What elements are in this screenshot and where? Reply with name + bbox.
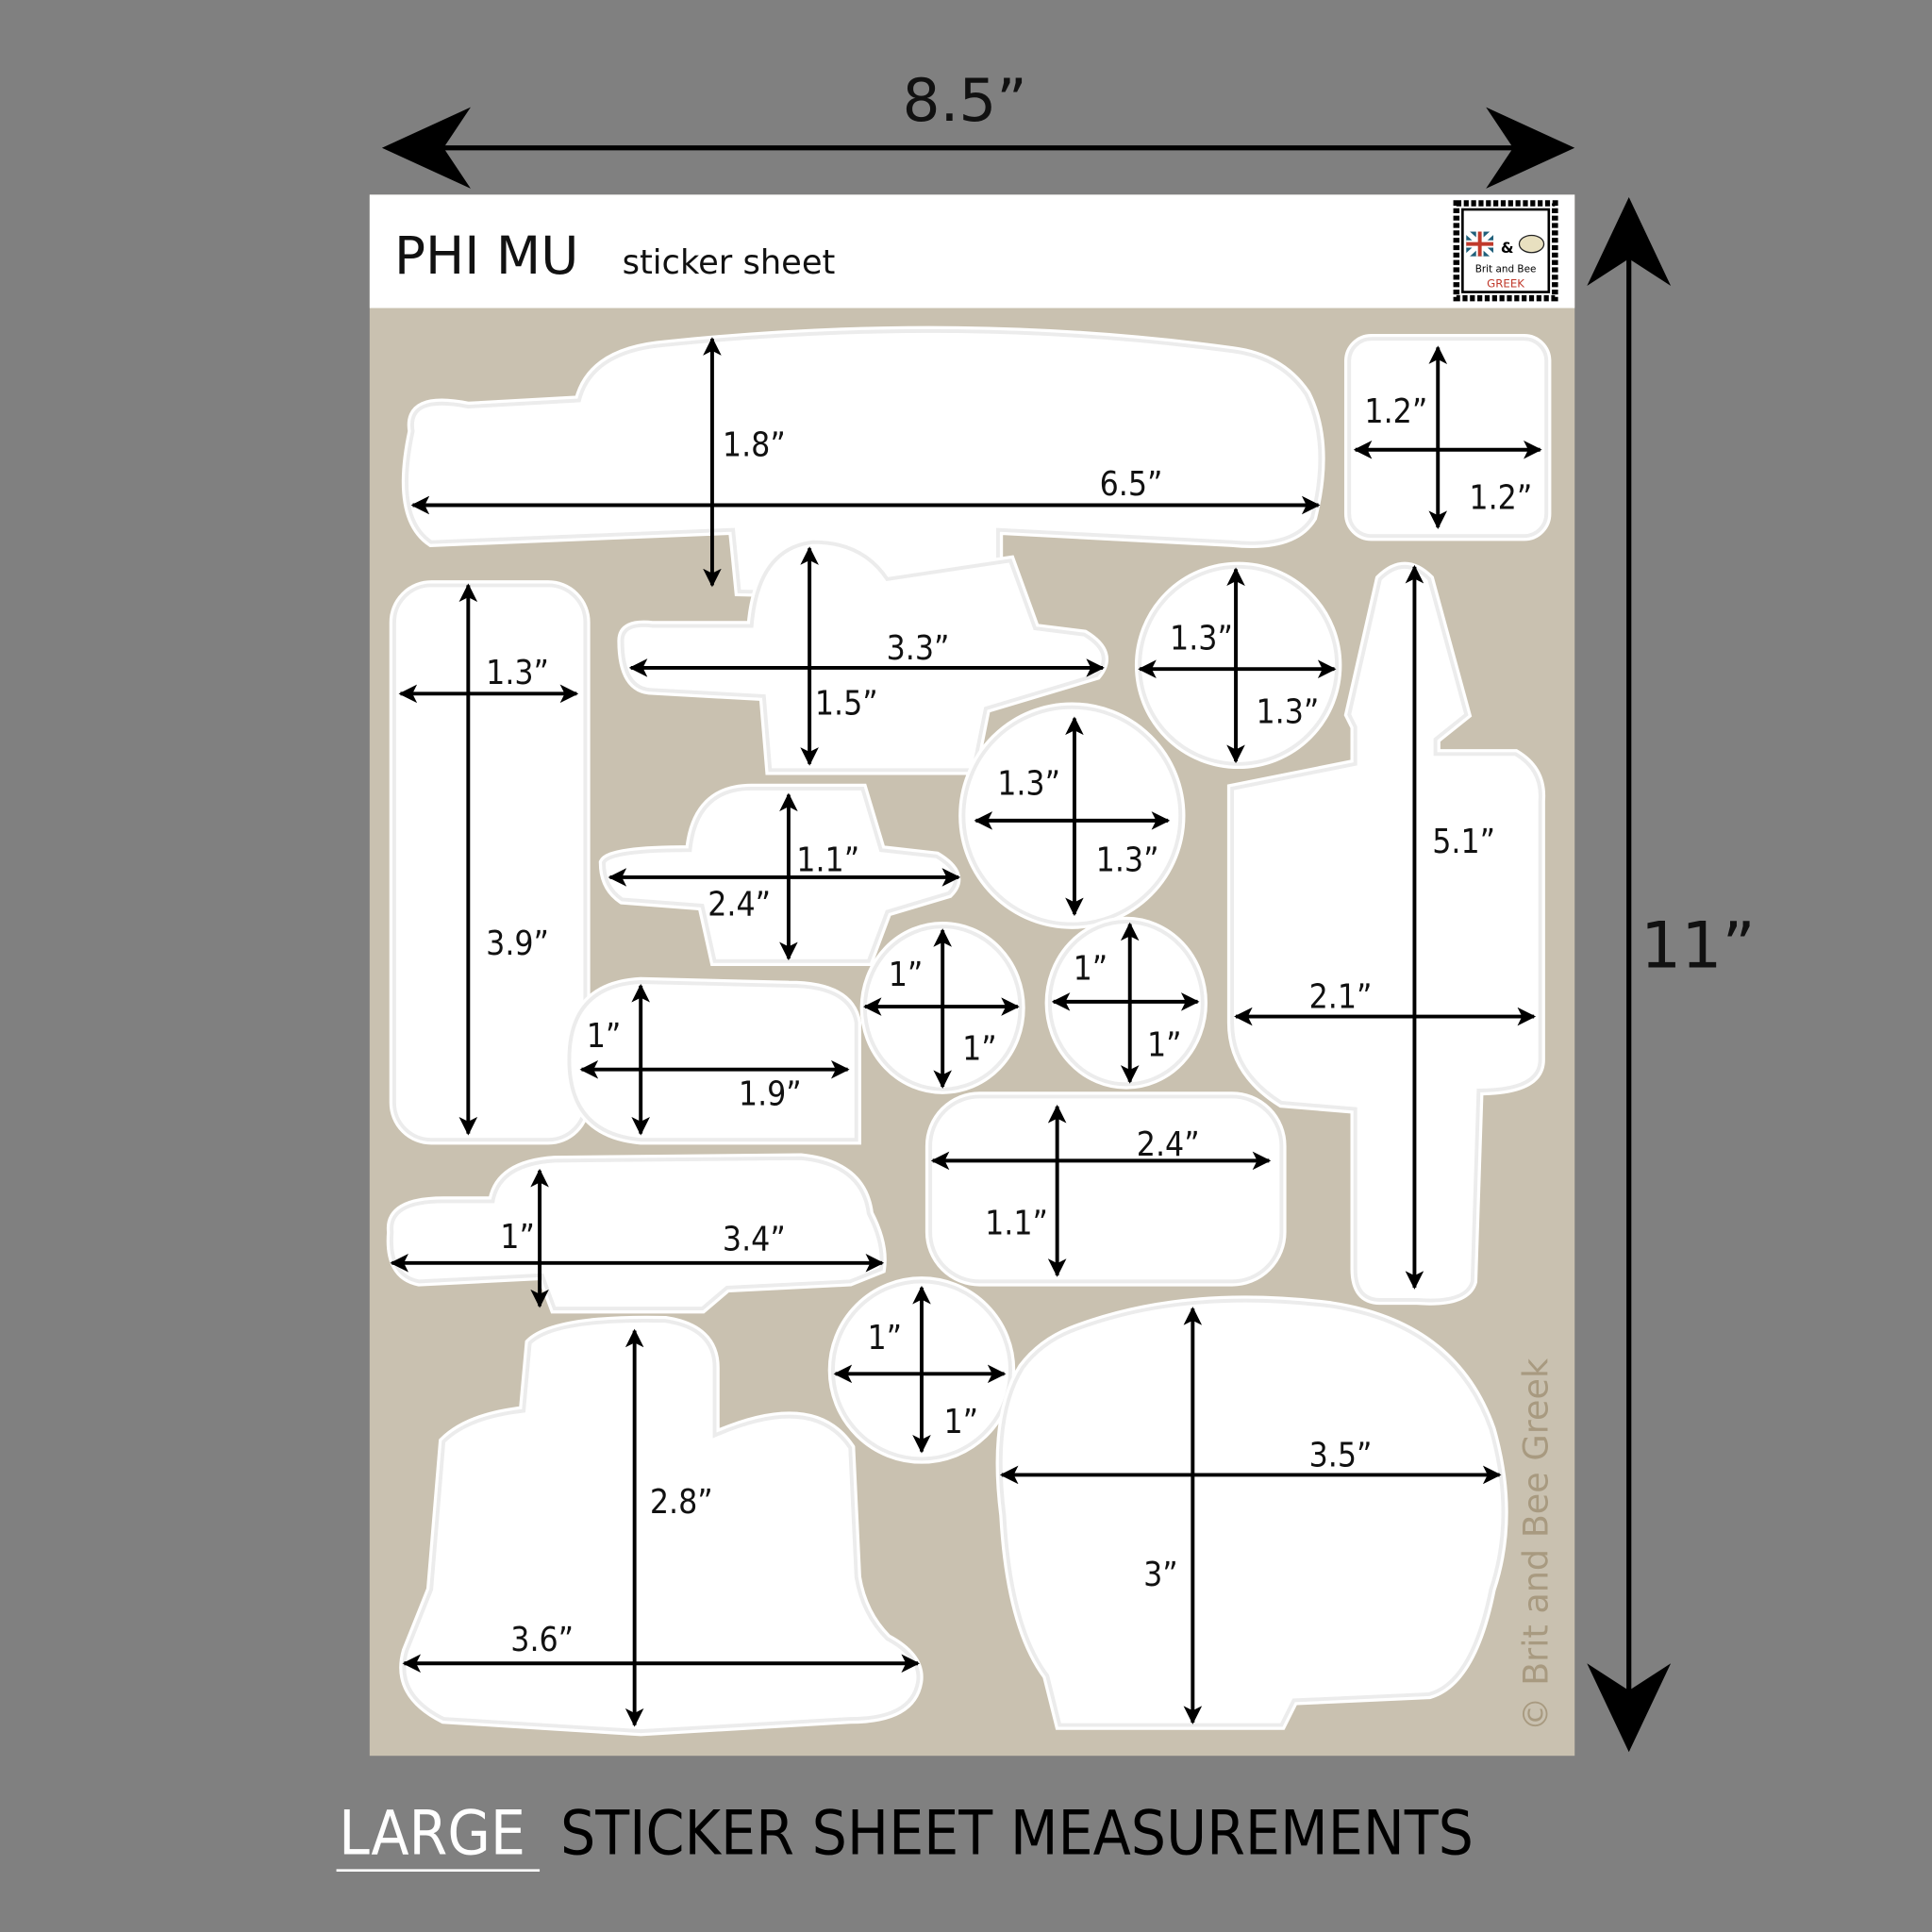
logo-line1: Brit and Bee [1475,264,1537,275]
height-label: 3.9” [486,924,549,963]
sticker-shape [567,980,858,1142]
sticker-big-left: 2.8” 3.6” [399,1315,924,1737]
height-label: 5.1” [1432,823,1495,861]
sticker-circle-medium: 1.3” 1.3” [958,702,1186,929]
height-label: 11” [1641,908,1756,983]
logo-line2: GREEK [1487,276,1524,290]
sticker-circle-small: 1” 1” [827,1276,1016,1464]
width-label: 1.9” [739,1075,802,1114]
height-label: 1.2” [1364,392,1427,431]
brit-and-bee-logo: & Brit and Bee GREEK [1453,200,1558,302]
width-label: 3.5” [1309,1436,1373,1474]
sticker-letters-small: 1” 1.9” [564,976,861,1145]
sticker-shape [620,540,1106,773]
width-label: 3.4” [723,1221,786,1259]
height-label: 1.1” [796,841,859,879]
width-label: 2.4” [1137,1125,1200,1164]
width-dimension: 8.5” [381,66,1575,189]
sticker-flower-medium: 1.3” 1.3” [1134,561,1342,770]
sticker-tall-right: 5.1” 2.1” [1226,561,1546,1306]
height-label: 1.3” [1170,619,1233,658]
height-label: 2.8” [650,1483,713,1522]
height-label: 1.3” [997,764,1060,803]
sheet-header [369,194,1575,308]
bee-icon [1518,234,1545,254]
sticker-top-banner: 1.8” 6.5” [401,325,1325,603]
sticker-phi-mu-arrow: 1.5”3.3” [617,537,1108,775]
sheet-subtitle: sticker sheet [623,243,836,282]
sticker-shape [392,583,588,1142]
width-label: 1.2” [1469,478,1532,517]
sticker-shape [1138,564,1340,766]
width-label: 2.1” [1309,977,1373,1016]
height-label: 1.5” [815,685,878,724]
sticker-big-right: 3” 3.5” [995,1295,1508,1730]
height-label: 1” [889,956,924,994]
width-label: 1.3” [1256,693,1319,732]
sticker-shape [961,705,1183,926]
sticker-shape [1230,565,1542,1303]
sticker-banner-small: 1” 3.4” [386,1153,887,1314]
height-dimension: 11” [1587,196,1756,1753]
sticker-flower-small-b: 1” 1” [1044,916,1208,1090]
sticker-square: 1.2” 1.2” [1343,333,1552,541]
sticker-flower-small-a: 1” 1” [859,921,1025,1094]
copyright-text: © Brit and Bee Greek [1515,1357,1556,1731]
width-label: 1.3” [486,654,549,692]
stickers: 1.8”6.5”1.2”1.2”3.9”1.3”1.5”3.3”1.3”1.3”… [386,325,1552,1737]
height-label: 1” [587,1017,622,1056]
height-label: 1.1” [985,1205,1048,1243]
width-label: 2.4” [708,885,771,924]
sticker-cloud-wide: 1.1” 2.4” [924,1091,1287,1287]
height-label: 1.8” [723,425,786,464]
sticker-small-arrow: 1.1” 2.4” [598,783,961,966]
width-label: 8.5” [903,66,1027,135]
sticker-shape [928,1094,1284,1284]
sticker-shape [405,328,1323,600]
union-jack-icon [1464,229,1495,258]
footer-title: LARGE STICKER SHEET MEASUREMENTS [339,1798,1474,1870]
sticker-shape [998,1298,1506,1727]
height-label: 1” [1074,949,1108,988]
width-label: 1” [962,1029,997,1068]
height-label: 3” [1143,1556,1178,1594]
width-label: 1.3” [1096,841,1159,879]
width-label: 1” [1147,1025,1182,1064]
footer-rest: STICKER SHEET MEASUREMENTS [560,1798,1474,1870]
width-label: 3.6” [510,1621,574,1659]
sheet-title: PHI MU [394,225,578,286]
sticker-tall-left: 3.9” 1.3” [389,580,591,1145]
logo-ampersand: & [1501,239,1514,257]
footer-highlight: LARGE [339,1798,525,1870]
width-label: 6.5” [1100,465,1163,504]
height-label: 1” [500,1218,535,1257]
height-label: 1” [867,1319,902,1357]
width-label: 1” [943,1403,978,1441]
sticker-shape [1347,337,1549,539]
width-label: 3.3” [887,629,950,668]
